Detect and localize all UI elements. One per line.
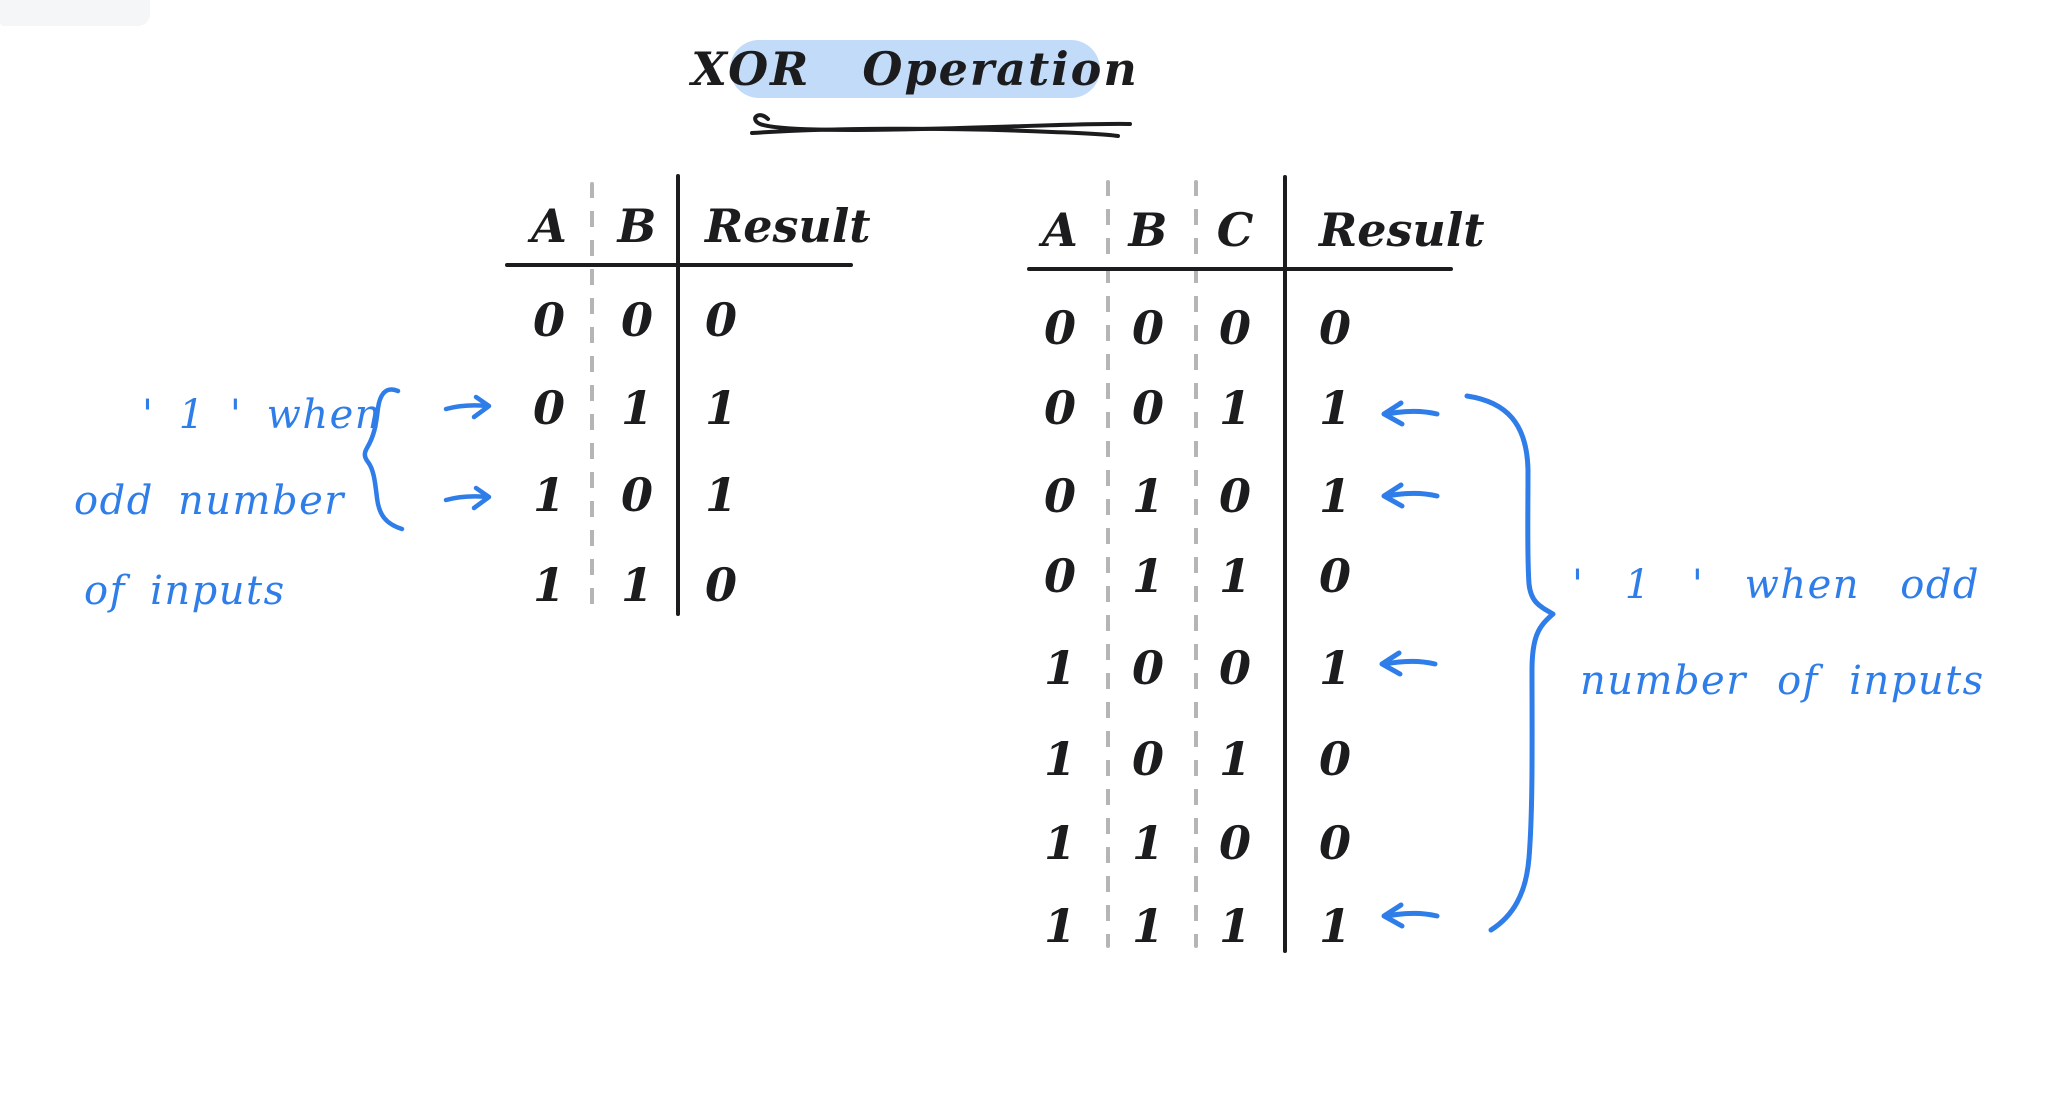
table-row: 0 0 0 0: [1027, 292, 1457, 364]
header-row: A B C Result: [1027, 192, 1485, 268]
right-arrow-icon: [443, 394, 492, 420]
table-row: 0 1 1 0: [1027, 540, 1457, 612]
table-cell: 1: [1043, 732, 1076, 786]
table-cell: 1: [620, 381, 653, 435]
title-highlight: XOR Operation: [691, 40, 1137, 98]
table-row: 0 0 1 1: [1027, 372, 1457, 444]
page-title: XOR Operation: [691, 42, 1139, 96]
open-brace-icon: [362, 387, 405, 532]
header-cell-b: B: [1128, 203, 1168, 257]
column-divider-dashed: [1194, 180, 1198, 948]
left-arrow-icon: [1381, 482, 1440, 509]
column-divider-dashed: [1106, 180, 1110, 948]
table-cell: 1: [620, 558, 653, 612]
table-cell: 0: [1319, 549, 1352, 603]
table-cell: 0: [705, 293, 738, 347]
table-cell: 0: [1043, 469, 1076, 523]
header-divider: [1027, 267, 1453, 271]
header-cell-a: A: [1042, 203, 1078, 257]
table-cell: 1: [1319, 469, 1352, 523]
column-divider-solid: [1283, 175, 1287, 953]
left-annotation-line1: ' 1 ' when: [142, 392, 383, 438]
table-cell: 0: [1319, 816, 1352, 870]
table-row: 1 0 1 0: [1027, 723, 1457, 795]
xor3-table: A B C Result 0 0 0 0 0 0 1 1 0 1 0 1 0 1…: [1027, 170, 1485, 970]
title-underline-icon: [750, 113, 1132, 138]
table-cell: 0: [705, 558, 738, 612]
table-cell: 1: [1043, 641, 1076, 695]
table-cell: 1: [1218, 732, 1251, 786]
table-cell: 1: [1043, 899, 1076, 953]
header-cell-result: Result: [705, 199, 871, 253]
table-cell: 1: [1043, 816, 1076, 870]
table-cell: 0: [620, 293, 653, 347]
table-cell: 1: [1319, 381, 1352, 435]
left-arrow-icon: [1379, 650, 1438, 677]
header-cell-a: A: [531, 199, 567, 253]
table-cell: 1: [1131, 549, 1164, 603]
header-divider: [505, 263, 853, 267]
column-divider-solid: [676, 174, 680, 616]
table-row: 1 1 0 0: [1027, 807, 1457, 879]
table-cell: 0: [1043, 301, 1076, 355]
table-cell: 1: [1218, 381, 1251, 435]
header-cell-b: B: [617, 199, 657, 253]
table-cell: 0: [1131, 641, 1164, 695]
table-cell: 0: [1218, 301, 1251, 355]
xor2-table: A B Result 0 0 0 0 1 1 1 0 1 1 1 0: [505, 170, 905, 620]
table-cell: 0: [1131, 732, 1164, 786]
right-arrow-icon: [443, 485, 492, 511]
header-cell-c: C: [1216, 203, 1254, 257]
header-row: A B Result: [505, 188, 905, 264]
table-cell: 1: [532, 558, 565, 612]
table-row: 0 1 0 1: [1027, 460, 1457, 532]
table-row: 1 1 0: [505, 549, 905, 621]
table-cell: 0: [532, 293, 565, 347]
table-row: 1 0 1: [505, 459, 905, 531]
table-cell: 0: [532, 381, 565, 435]
table-cell: 1: [1319, 899, 1352, 953]
table-cell: 1: [705, 381, 738, 435]
left-annotation-line3: of inputs: [84, 568, 286, 614]
table-cell: 1: [1131, 899, 1164, 953]
table-cell: 0: [1218, 469, 1251, 523]
table-row: 1 1 1 1: [1027, 890, 1457, 962]
table-cell: 1: [1319, 641, 1352, 695]
table-cell: 0: [1043, 381, 1076, 435]
column-divider-dashed: [590, 182, 594, 610]
table-cell: 0: [1131, 381, 1164, 435]
table-cell: 0: [1131, 301, 1164, 355]
table-row: 0 1 1: [505, 372, 905, 444]
left-annotation-line2: odd number: [74, 478, 345, 524]
corner-artifact: [0, 0, 150, 26]
table-cell: 0: [1319, 732, 1352, 786]
table-cell: 1: [1218, 549, 1251, 603]
table-cell: 1: [1131, 469, 1164, 523]
table-cell: 0: [1043, 549, 1076, 603]
table-cell: 0: [620, 468, 653, 522]
table-cell: 1: [705, 468, 738, 522]
table-cell: 0: [1319, 301, 1352, 355]
table-cell: 1: [1131, 816, 1164, 870]
table-cell: 1: [532, 468, 565, 522]
close-brace-icon: [1464, 393, 1556, 933]
left-arrow-icon: [1381, 400, 1440, 427]
table-cell: 0: [1218, 816, 1251, 870]
table-cell: 0: [1218, 641, 1251, 695]
left-arrow-icon: [1381, 902, 1440, 929]
right-annotation-line1: ' 1 ' when odd: [1572, 562, 1981, 608]
table-cell: 1: [1218, 899, 1251, 953]
table-row: 1 0 0 1: [1027, 632, 1457, 704]
header-cell-result: Result: [1319, 203, 1485, 257]
table-row: 0 0 0: [505, 284, 905, 356]
right-annotation-line2: number of inputs: [1580, 658, 1985, 704]
